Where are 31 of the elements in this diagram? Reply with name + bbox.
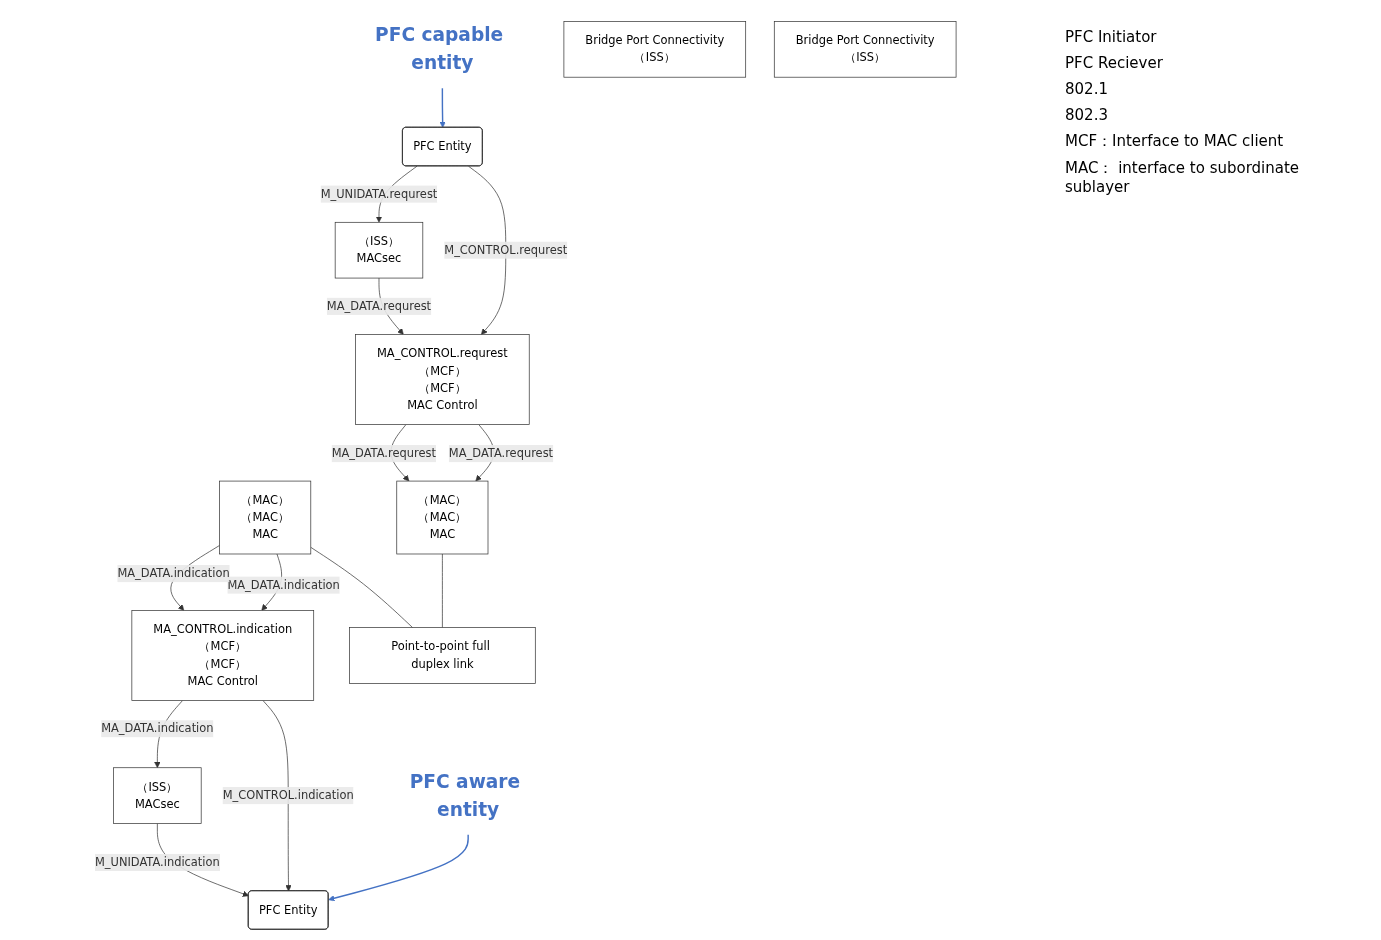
node-box: Point-to-point full duplex link [349,627,536,684]
edge-label: MA_DATA.requrest [326,299,432,313]
node-box: （ISS） MACsec [113,767,202,824]
edge-label: M_UNIDATA.requrest [320,186,438,201]
arrow [439,87,446,128]
node-box: （MAC） （MAC） MAC [396,480,489,555]
node-box: （MAC） （MAC） MAC [219,480,312,555]
note-text: PFC Initiator [1065,28,1158,46]
node-text: PFC capable entity [375,24,504,74]
node-box: （ISS） MACsec [334,221,424,279]
note-text: MAC： interface to subordinate sublayer [1065,159,1301,196]
note-text: MCF：Interface to MAC client [1065,132,1285,151]
edge-label: M_UNIDATA.indication [94,855,220,869]
edge-label: M_CONTROL.indication [222,788,354,803]
node-box: MA_CONTROL.indication （MCF） （MCF） MAC Control [131,610,315,701]
node-box: Bridge Port Connectivity （ISS） [773,21,957,78]
edge-label: M_CONTROL.requrest [444,243,568,257]
note-text: 802.3 [1065,106,1109,124]
note-text: PFC Reciever [1065,54,1164,72]
edge-label: MA_DATA.indication [117,566,230,581]
connector [310,546,413,628]
note-text: 802.1 [1065,80,1109,98]
edge-label: MA_DATA.requrest [331,446,436,461]
edge-label: MA_DATA.requrest [448,446,554,461]
node-text: PFC aware entity [409,770,521,820]
edge-label: MA_DATA.indication [227,577,340,592]
edge-label: MA_DATA.indication [101,721,214,736]
connector [442,553,443,628]
node-box: MA_CONTROL.requrest （MCF） （MCF） MAC Control [355,334,530,425]
arrow [328,833,469,902]
node-box: Bridge Port Connectivity （ISS） [563,21,747,78]
